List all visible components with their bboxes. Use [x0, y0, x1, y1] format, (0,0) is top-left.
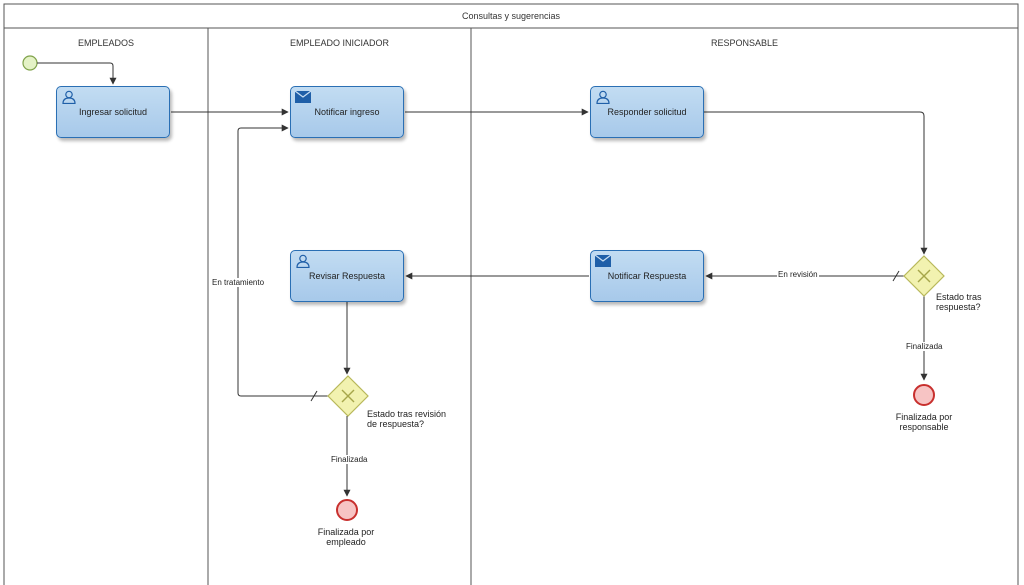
task-notificar-respuesta[interactable]: Notificar Respuesta: [590, 250, 704, 302]
flow-label-en-revision: En revisión: [777, 270, 819, 279]
flow-gateway-to-notificar-ingreso[interactable]: [237, 124, 328, 397]
user-task-icon: [596, 90, 610, 104]
flow-label-finalizada-empleado: Finalizada: [330, 455, 369, 464]
task-responder-solicitud[interactable]: Responder solicitud: [590, 86, 704, 138]
pool-title: Consultas y sugerencias: [461, 11, 561, 21]
task-ingresar-solicitud[interactable]: Ingresar solicitud: [56, 86, 170, 138]
user-task-icon: [62, 90, 76, 104]
gateway-label-line: respuesta?: [936, 302, 981, 312]
task-label: Revisar Respuesta: [308, 271, 386, 281]
end-event-empleado[interactable]: [336, 499, 358, 521]
gateway-label-responsable: Estado tras respuesta?: [936, 292, 982, 312]
gateway-label-line: de respuesta?: [367, 419, 425, 429]
end-event-label-empleado: Finalizada por empleado: [306, 527, 386, 547]
lane-title-iniciador: EMPLEADO INICIADOR: [289, 38, 390, 48]
task-revisar-respuesta[interactable]: Revisar Respuesta: [290, 250, 404, 302]
task-label: Ingresar solicitud: [78, 107, 148, 117]
task-label: Responder solicitud: [607, 107, 687, 117]
task-notificar-ingreso[interactable]: Notificar ingreso: [290, 86, 404, 138]
end-event-label-line: Finalizada por: [895, 412, 953, 422]
flow-label-en-tratamiento: En tratamiento: [211, 278, 266, 287]
exclusive-gateway-responsable[interactable]: [903, 255, 945, 297]
end-event-label-line: Finalizada por: [317, 527, 375, 537]
lane-title-empleados: EMPLEADOS: [77, 38, 135, 48]
user-task-icon: [296, 254, 310, 268]
gateway-label-line: Estado tras: [936, 292, 982, 302]
flow-responder-to-gateway[interactable]: [704, 111, 928, 255]
send-message-icon: [295, 90, 311, 103]
task-label: Notificar ingreso: [314, 107, 380, 117]
send-message-icon: [595, 254, 611, 267]
end-event-label-responsable: Finalizada por responsable: [884, 412, 964, 432]
task-label: Notificar Respuesta: [607, 271, 687, 281]
end-event-label-line: empleado: [326, 537, 366, 547]
default-flow-marker: [310, 390, 318, 402]
gateway-label-revision: Estado tras revisión de respuesta?: [367, 409, 446, 429]
gateway-label-line: Estado tras revisión: [367, 409, 447, 419]
flow-label-finalizada-responsable: Finalizada: [905, 342, 944, 351]
end-event-label-line: responsable: [899, 422, 949, 432]
end-event-responsable[interactable]: [913, 384, 935, 406]
pool-frame: [3, 3, 1019, 585]
default-flow-marker: [892, 270, 900, 282]
start-event[interactable]: [22, 55, 38, 71]
flow-start-to-ingresar[interactable]: [37, 62, 117, 85]
lane-title-responsable: RESPONSABLE: [710, 38, 779, 48]
exclusive-gateway-revision[interactable]: [327, 375, 369, 417]
